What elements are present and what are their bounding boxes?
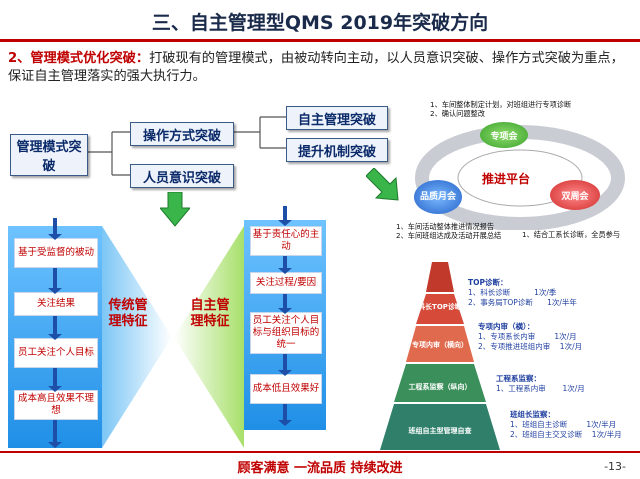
pyramid-note-line: 1、专项系长内审 1次/月 (478, 332, 577, 341)
pyramid-note-line: 2、事务局TOP诊断 1次/半年 (468, 298, 577, 307)
node-management-mode: 管理模式突破 (10, 134, 88, 176)
node-self-management: 自主管理突破 (286, 106, 388, 130)
cycle-center-label: 推进平台 (482, 172, 531, 186)
pyramid-level-special: 专项内审（横向） (412, 341, 468, 349)
self-item: 员工关注个人目标与组织目标的统一 (250, 312, 322, 354)
traditional-item: 关注结果 (14, 292, 98, 316)
audit-pyramid (380, 262, 500, 450)
self-flow-arrows (278, 206, 292, 426)
page-title: 三、自主管理型QMS 2019年突破方向 (151, 12, 489, 34)
pyramid-note-title: 工程系监察： (496, 374, 541, 383)
cycle-note-right: 1、结合工系长诊断，全员参与 (522, 230, 621, 239)
green-down-arrow-icon (160, 192, 190, 227)
cycle-note-top: 1、车间整体制定计划，对班组进行专项诊断 2、确认问题整改 (430, 100, 572, 118)
pyramid-note-team: 班组长监察： 1、班组自主诊断 1次/半月 2、班组自主交叉诊断 1次/半月 (510, 410, 622, 440)
pyramid-note-line: 1、班组自主诊断 1次/半月 (510, 420, 617, 429)
footer-divider (0, 451, 640, 453)
traditional-label: 传统管理特征 (108, 298, 148, 329)
intro-paragraph: 2、管理模式优化突破：打破现有的管理模式，由被动转向主动，以人员意识突破、操作方… (8, 50, 633, 86)
node-improvement-mechanism: 提升机制突破 (286, 138, 388, 162)
pyramid-note-line: 1、工程系内审 1次/月 (496, 384, 585, 393)
pyramid-level-top: 科长TOP诊断 (418, 303, 462, 311)
node-personnel-awareness: 人员意识突破 (130, 164, 234, 188)
pyramid-note-special: 专项内审（横）： 1、专项系长内审 1次/月 2、专项推进班组内审 1次/月 (478, 322, 582, 352)
self-item: 成本低且效果好 (250, 374, 322, 404)
pyramid-note-title: TOP诊断： (468, 278, 508, 287)
node-operation-mode: 操作方式突破 (130, 122, 234, 146)
pyramid-note-line: 1、科长诊断 1次/季 (468, 288, 557, 297)
intro-text: 打破现有的管理模式，由被动转向主动，以人员意识突破、操作方式突破为重点，保证自主… (8, 51, 624, 84)
pyramid-note-line: 2、专项推进班组内审 1次/月 (478, 342, 583, 351)
cycle-node-special: 专项会 (480, 122, 528, 148)
pyramid-note-line: 2、班组自主交叉诊断 1次/半月 (510, 430, 622, 439)
footer-slogan: 顾客满意 一流品质 持续改进 (237, 461, 403, 476)
pyramid-level-team: 班组自主型管理自查 (408, 427, 472, 435)
cycle-node-biweekly: 双周会 (550, 180, 600, 210)
pyramid-note-engineering: 工程系监察： 1、工程系内审 1次/月 (496, 374, 585, 394)
green-diagonal-arrow-icon (366, 168, 399, 201)
pyramid-level-engineering: 工程系监察（纵向） (408, 383, 472, 391)
traditional-item: 成本高且效果不理想 (14, 390, 98, 420)
intro-heading: 2、管理模式优化突破： (8, 51, 150, 66)
title-divider (0, 39, 640, 42)
cycle-node-quality-monthly: 品质月会 (414, 180, 462, 214)
pyramid-note-top: TOP诊断： 1、科长诊断 1次/季 2、事务局TOP诊断 1次/半年 (468, 278, 577, 308)
pyramid-note-title: 专项内审（横）： (478, 322, 535, 331)
page-number: -13- (604, 460, 626, 473)
comparison-diamond (102, 226, 244, 448)
pyramid-note-title: 班组长监察： (510, 410, 555, 419)
cycle-note-left: 1、车间活动整体推进情况报告 2、车间班组达成及活动开展总结 (396, 222, 502, 240)
traditional-flow-arrows (48, 218, 62, 448)
self-management-label: 自主管理特征 (190, 298, 230, 329)
self-item: 基于责任心的主动 (250, 226, 322, 256)
